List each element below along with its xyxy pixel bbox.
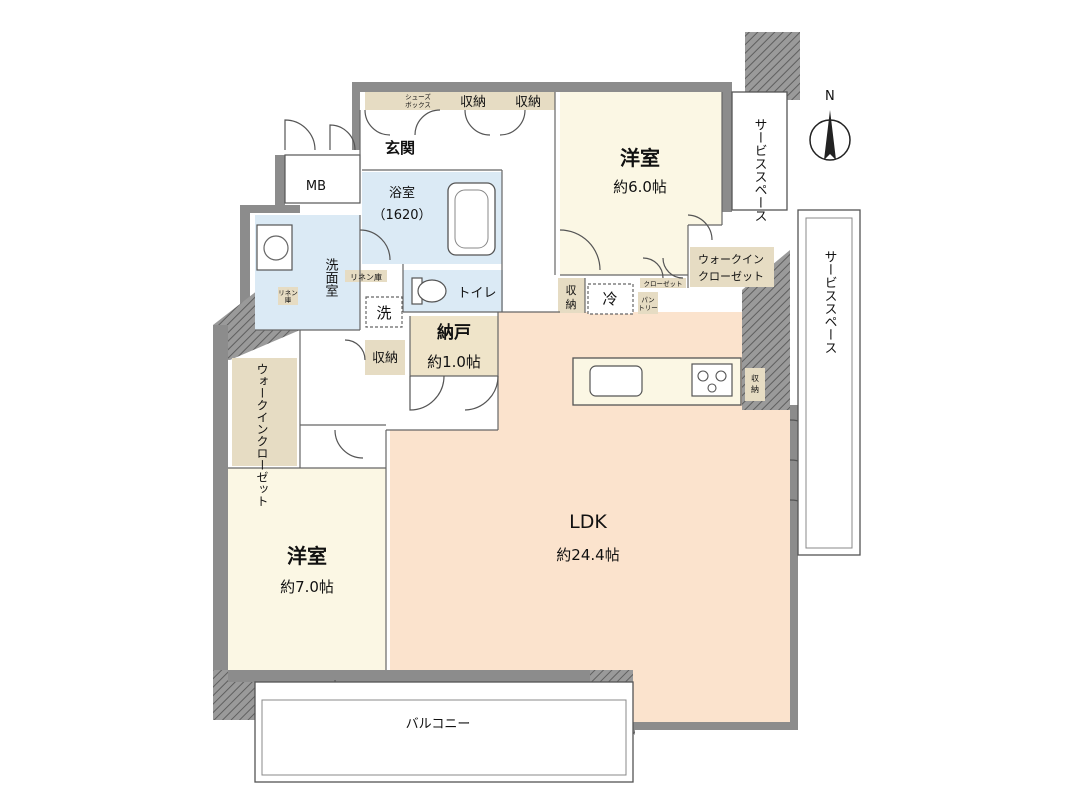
western-room-1-name: 洋室 — [620, 146, 660, 170]
washing-machine-label: 洗 — [376, 304, 391, 322]
linen-cabinet-floor — [345, 270, 387, 282]
linen-small-floor — [278, 287, 298, 305]
service-space-top — [731, 91, 788, 211]
hall-closet-label: 収納 — [372, 351, 398, 366]
walk-in-closet-2-label: ウォークインクローゼット — [255, 363, 269, 507]
storage-room-size: 約1.0帖 — [427, 353, 481, 371]
shoe-box-label-2: ボックス — [405, 101, 431, 109]
balcony — [254, 681, 634, 783]
wall-left-upper — [275, 155, 285, 213]
western-room-2-size: 約7.0帖 — [280, 578, 334, 596]
cooktop-burner-1 — [697, 370, 709, 382]
compass-label: N — [825, 89, 835, 104]
wash-basin-bowl — [263, 235, 289, 261]
linen-cabinet-label: リネン庫 — [350, 272, 382, 282]
service-space-top-label: サービススペース — [752, 118, 768, 222]
service-space-right-inner — [805, 217, 853, 549]
closet-2-label: 収納 — [515, 95, 541, 110]
wall-right-long — [790, 405, 798, 730]
wash-basin — [256, 224, 293, 271]
refrigerator-area — [587, 283, 634, 315]
refrigerator-label: 冷 — [602, 290, 617, 308]
walk-in-closet-1-label-1: ウォークイン — [698, 253, 764, 266]
cooktop-burner-2 — [715, 370, 727, 382]
washing-machine-area — [365, 296, 403, 328]
kitchen-closet-label-2: 納 — [751, 384, 759, 394]
linen-small-label-2: 庫 — [285, 295, 292, 304]
pantry-label-2: トリー — [638, 304, 658, 312]
bathtub — [447, 182, 496, 256]
wall-left-mid — [240, 205, 300, 213]
walk-in-closet-1-label-2: クローゼット — [698, 270, 764, 283]
interior-partitions — [228, 92, 723, 670]
shoe-box-label-1: シューズ — [405, 92, 431, 101]
service-space-right-label: サービススペース — [822, 250, 838, 354]
storage-room-name: 納戸 — [437, 322, 471, 343]
hall-closet-floor — [365, 340, 405, 375]
corridor-closet-label-1: 収 — [566, 284, 577, 297]
structural-column-top-right — [745, 32, 800, 100]
ldk-floor — [390, 312, 790, 722]
ldk-name: LDK — [569, 511, 607, 533]
bathroom-name: 浴室 — [389, 185, 415, 201]
compass-icon — [809, 110, 851, 161]
linen-small-label-1: リネン — [278, 289, 298, 297]
bathroom-size: （1620） — [372, 208, 431, 223]
entrance-name: 玄関 — [385, 139, 415, 157]
walk-in-closet-1-floor — [690, 247, 774, 287]
kitchen-closet-label-1: 収 — [751, 373, 759, 383]
ldk-size: 約24.4帖 — [556, 546, 619, 564]
bathtub-inner — [454, 189, 489, 249]
balcony-inner — [261, 699, 627, 776]
outer-wall — [352, 82, 722, 150]
washroom-name: 洗面室 — [323, 258, 339, 297]
storage-room-floor — [410, 316, 498, 376]
wall-bottom-left — [228, 670, 398, 682]
wall-left-long — [213, 325, 228, 685]
closet-small-floor — [640, 278, 686, 288]
toilet-name: トイレ — [457, 286, 496, 301]
service-space-right — [797, 209, 861, 556]
kitchen-sink — [589, 365, 643, 397]
toilet-bowl — [417, 279, 447, 303]
closet-1-label: 収納 — [460, 95, 486, 110]
corridor-closet-label-2: 納 — [566, 298, 577, 311]
wall-top-right — [722, 82, 732, 212]
walk-in-closet-2-floor — [232, 358, 297, 466]
meter-box-label: MB — [306, 179, 326, 194]
western-room-2-name: 洋室 — [287, 544, 327, 568]
pantry-floor — [638, 292, 658, 314]
kitchen-closet-floor — [745, 368, 765, 401]
closet-strip — [365, 92, 555, 110]
closet-small-label: クローゼット — [644, 279, 683, 288]
pantry-label-1: パン — [641, 296, 654, 304]
wall-bottom-right — [633, 722, 798, 730]
wall-left-vertical — [240, 205, 250, 315]
western-room-1-size: 約6.0帖 — [613, 178, 667, 196]
cooktop-burner-3 — [707, 383, 717, 393]
balcony-label: バルコニー — [406, 717, 471, 732]
corridor-closet-floor — [558, 278, 585, 313]
western-room-2-floor — [228, 468, 386, 670]
cooktop — [691, 363, 733, 397]
western-room-1-floor — [560, 92, 722, 275]
wall-bottom-mid — [398, 670, 633, 682]
